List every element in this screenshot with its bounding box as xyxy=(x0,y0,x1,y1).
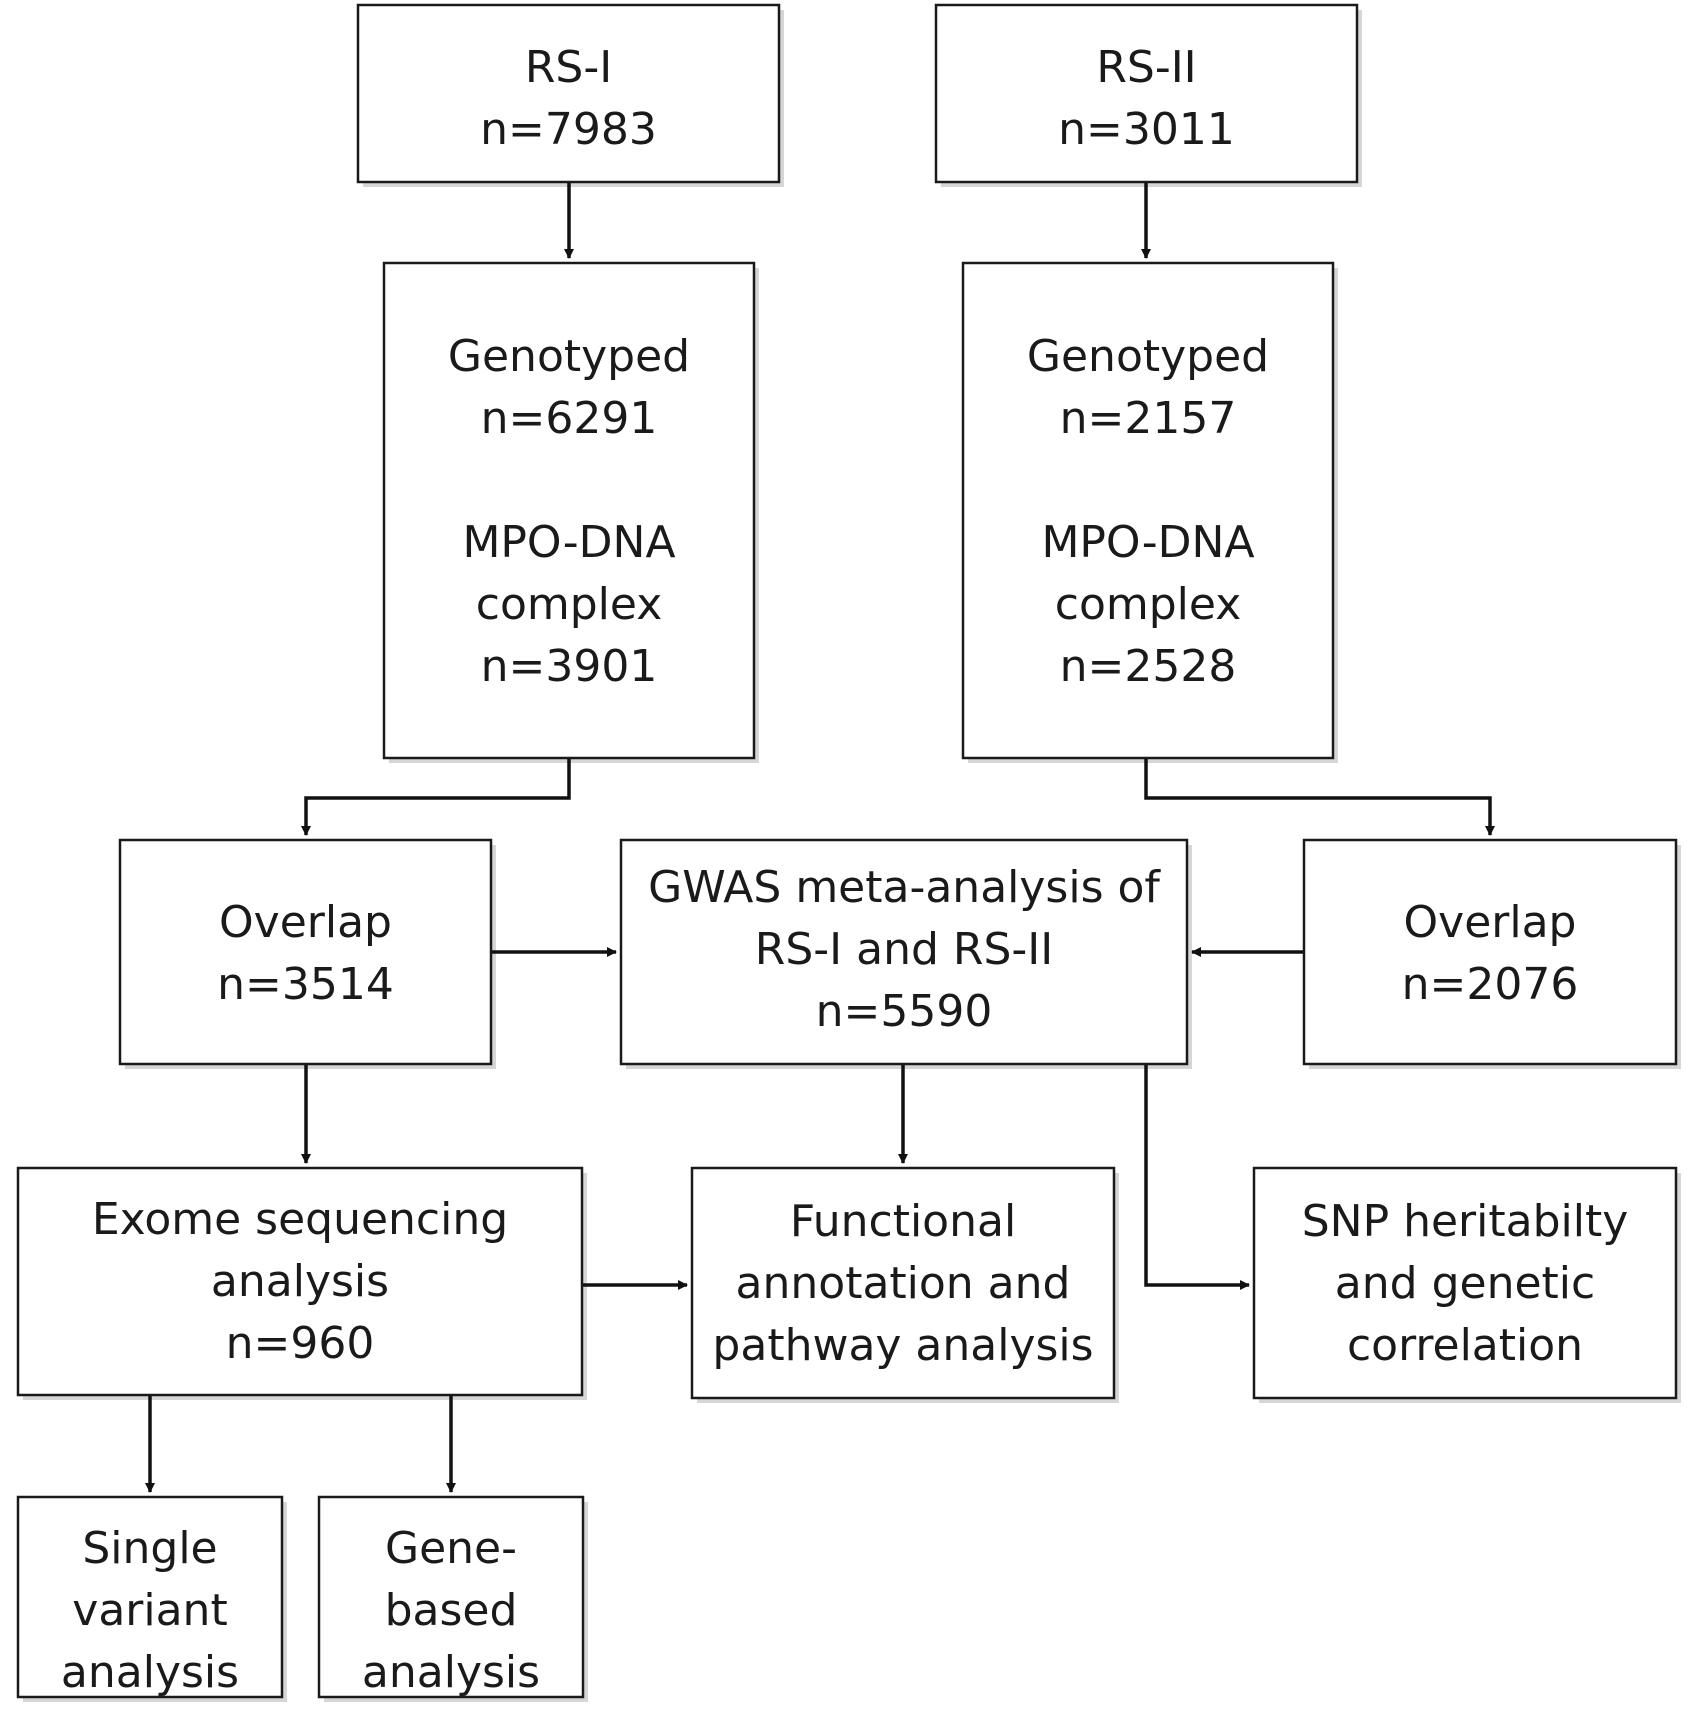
box-border-genotyped1 xyxy=(382,261,756,760)
box-text-rs1: n=7983 xyxy=(480,104,657,155)
box-text-exome: analysis xyxy=(211,1256,389,1307)
box-text-genotyped2: n=2528 xyxy=(1060,641,1237,692)
box-gene: Gene-based analysis xyxy=(317,1495,585,1699)
box-border-overlap1 xyxy=(118,838,493,1066)
box-rs2: RS-II n=3011 xyxy=(934,3,1359,184)
box-text-genotyped1: MPO-DNA xyxy=(462,517,675,568)
box-text-rs2: RS-II xyxy=(1096,42,1196,93)
box-text-functional: pathway analysis xyxy=(712,1320,1093,1371)
box-text-snp: correlation xyxy=(1347,1320,1583,1371)
box-text-gene: based xyxy=(385,1585,518,1636)
box-overlap2: Overlap n=2076 xyxy=(1302,838,1678,1066)
box-snp: SNP heritabilty and genetic correlation xyxy=(1252,1166,1678,1400)
box-single: Single variant analysis xyxy=(16,1495,284,1699)
box-text-single: Single xyxy=(82,1523,217,1574)
box-border-gene xyxy=(317,1495,585,1699)
box-text-functional: annotation and xyxy=(736,1258,1071,1309)
box-text-genotyped1: complex xyxy=(476,579,662,630)
box-functional: Functional annotation and pathway analysis xyxy=(690,1166,1116,1400)
box-overlap1: Overlap n=3514 xyxy=(118,838,493,1066)
box-text-overlap1: Overlap xyxy=(219,897,392,948)
box-text-gwas: GWAS meta-analysis of xyxy=(648,862,1161,913)
box-text-genotyped2: n=2157 xyxy=(1060,393,1237,444)
box-border-exome xyxy=(16,1166,584,1397)
box-text-exome: n=960 xyxy=(226,1318,375,1369)
box-text-genotyped2: Genotyped xyxy=(1027,331,1269,382)
box-text-gene: Gene- xyxy=(385,1523,517,1574)
box-text-gwas: RS-I and RS-II xyxy=(755,924,1053,975)
box-border-rs2 xyxy=(934,3,1359,184)
box-text-rs2: n=3011 xyxy=(1058,104,1235,155)
box-text-gene: analysis xyxy=(362,1647,540,1698)
box-text-overlap1: n=3514 xyxy=(217,959,394,1010)
box-border-overlap2 xyxy=(1302,838,1678,1066)
box-text-functional: Functional xyxy=(790,1196,1016,1247)
box-text-snp: SNP heritabilty xyxy=(1302,1196,1629,1247)
box-text-snp: and genetic xyxy=(1335,1258,1595,1309)
box-border-genotyped2 xyxy=(961,261,1335,760)
box-text-genotyped1: n=3901 xyxy=(481,641,658,692)
box-text-rs1: RS-I xyxy=(525,42,612,93)
box-text-single: analysis xyxy=(61,1647,239,1698)
box-text-genotyped2: complex xyxy=(1055,579,1241,630)
box-border-rs1 xyxy=(356,3,781,184)
box-text-overlap2: Overlap xyxy=(1404,897,1577,948)
box-gwas: GWAS meta-analysis of RS-I and RS-II n=559… xyxy=(619,838,1189,1066)
box-border-functional xyxy=(690,1166,1116,1400)
box-exome: Exome sequencing analysis n=960 xyxy=(16,1166,584,1397)
arrow-genotyped2-to-overlap2 xyxy=(1144,758,1495,836)
box-text-gwas: n=5590 xyxy=(816,986,993,1037)
box-text-genotyped2: MPO-DNA xyxy=(1041,517,1254,568)
box-rs1: RS-I n=7983 xyxy=(356,3,781,184)
box-border-single xyxy=(16,1495,284,1699)
box-border-snp xyxy=(1252,1166,1678,1400)
box-text-single: variant xyxy=(72,1585,227,1636)
box-text-genotyped1: Genotyped xyxy=(448,331,690,382)
box-text-overlap2: n=2076 xyxy=(1402,959,1579,1010)
arrow-gwas-to-snp xyxy=(1144,1064,1250,1290)
arrow-genotyped1-to-overlap1 xyxy=(301,758,571,836)
box-text-exome: Exome sequencing xyxy=(92,1194,508,1245)
box-border-gwas xyxy=(619,838,1189,1066)
box-text-genotyped1: n=6291 xyxy=(481,393,658,444)
